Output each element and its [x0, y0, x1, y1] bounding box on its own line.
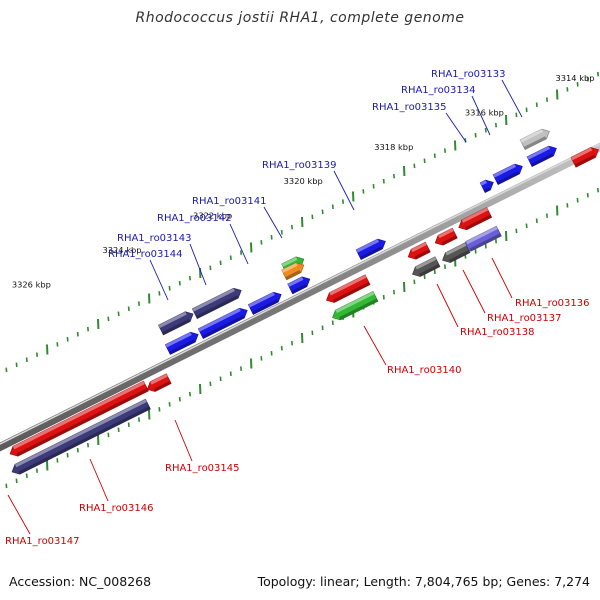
label-ro03145[interactable]: RHA1_ro03145: [165, 463, 240, 474]
gene-labels[interactable]: RHA1_ro03133RHA1_ro03134RHA1_ro03135RHA1…: [5, 69, 590, 547]
gene-ro03135[interactable]: [492, 161, 525, 186]
label-ro03136[interactable]: RHA1_ro03136: [515, 298, 590, 309]
label-ro03133-leader: [501, 79, 523, 118]
label-ro03135-leader: [445, 112, 467, 143]
label-ro03145-leader: [174, 419, 193, 462]
label-ro03142[interactable]: RHA1_ro03142: [157, 213, 232, 224]
label-ro03141-leader: [263, 206, 283, 239]
genome-axis-line: [0, 142, 600, 452]
label-ro03147[interactable]: RHA1_ro03147: [5, 536, 80, 547]
genome-summary-text: Topology: linear; Length: 7,804,765 bp; …: [257, 574, 590, 589]
ruler-label-3326: 3326 kbp: [12, 279, 51, 289]
gene-blue-long[interactable]: [197, 305, 249, 339]
gene-ro03133[interactable]: [519, 126, 552, 151]
gene-ro03137[interactable]: [440, 242, 471, 265]
label-ro03142-leader: [229, 223, 249, 265]
label-ro03144-leader: [149, 259, 169, 301]
label-ro03147-leader: [7, 494, 31, 535]
label-ro03137[interactable]: RHA1_ro03137: [487, 313, 562, 324]
gene-red-mid[interactable]: [433, 227, 458, 248]
gene-red-small[interactable]: [406, 241, 431, 262]
label-ro03134[interactable]: RHA1_ro03134: [401, 85, 476, 96]
ruler-label-3318: 3318 kbp: [374, 142, 413, 152]
gene-dark-short[interactable]: [158, 309, 195, 336]
gene-features[interactable]: [8, 126, 600, 477]
label-ro03135[interactable]: RHA1_ro03135: [372, 102, 447, 113]
gene-ro03146[interactable]: [10, 398, 151, 477]
ruler-label-3314: 3314 kbp: [555, 73, 594, 83]
ruler-label-3324: 3324 kbp: [102, 245, 141, 255]
label-ro03140[interactable]: RHA1_ro03140: [387, 365, 462, 376]
label-ro03138-leader: [436, 283, 459, 328]
ruler-label-3320: 3320 kbp: [284, 176, 323, 186]
label-ro03139[interactable]: RHA1_ro03139: [262, 160, 337, 171]
genome-axis-highlight: [0, 143, 600, 445]
gene-red-center[interactable]: [324, 274, 371, 305]
label-ro03138[interactable]: RHA1_ro03138: [460, 327, 535, 338]
label-ro03139-leader: [333, 170, 355, 211]
accession-text: Accession: NC_008268: [9, 574, 152, 589]
label-ro03137-leader: [462, 269, 486, 314]
gene-ro03136[interactable]: [461, 225, 502, 254]
gene-label-leaders: [7, 79, 523, 535]
label-ro03140-leader: [363, 325, 387, 366]
gene-ro03138[interactable]: [410, 256, 441, 279]
label-ro03143[interactable]: RHA1_ro03143: [117, 233, 192, 244]
ruler-label-3322: 3322 kbp: [193, 211, 232, 221]
label-ro03136-leader: [491, 257, 513, 299]
gene-blue-short[interactable]: [164, 329, 200, 355]
label-ro03146-leader: [89, 458, 109, 502]
label-ro03144[interactable]: RHA1_ro03144: [108, 249, 183, 260]
gene-orange[interactable]: [281, 260, 307, 281]
ruler-ticks-reverse: [5, 187, 599, 489]
gene-small-forward[interactable]: [479, 177, 496, 194]
gene-ro03134[interactable]: [526, 143, 559, 168]
gene-ro03140[interactable]: [330, 290, 379, 322]
gene-red-short[interactable]: [145, 373, 172, 395]
label-ro03134-leader: [471, 95, 491, 136]
gene-ro03143[interactable]: [247, 289, 283, 315]
label-ro03143-leader: [189, 243, 207, 286]
gene-ro03141[interactable]: [287, 274, 313, 295]
gene-ro03144[interactable]: [191, 285, 243, 319]
gene-red-upper[interactable]: [456, 207, 493, 232]
gene-ro03139[interactable]: [355, 236, 388, 261]
label-ro03133[interactable]: RHA1_ro03133: [431, 69, 506, 80]
ruler-ticks-forward: [5, 71, 599, 373]
gene-red-edge[interactable]: [570, 145, 600, 168]
label-ro03141[interactable]: RHA1_ro03141: [192, 196, 267, 207]
label-ro03146[interactable]: RHA1_ro03146: [79, 503, 154, 514]
genome-title: Rhodococcus jostii RHA1, complete genome: [135, 10, 465, 26]
ruler-label-3316: 3316 kbp: [465, 107, 504, 117]
genome-axis: [0, 142, 600, 452]
ruler-labels: 3314 kbp 3316 kbp 3318 kbp 3320 kbp 3322 kbp…: [12, 73, 595, 289]
gene-ro03147[interactable]: [8, 380, 149, 459]
